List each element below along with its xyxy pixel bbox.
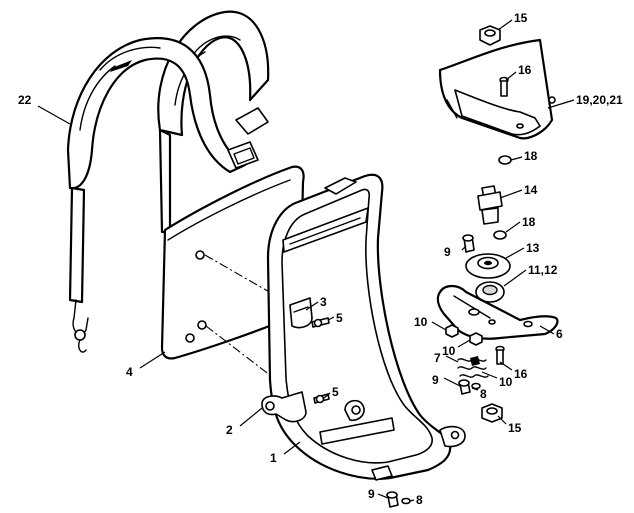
callout-15-top: 15 (514, 11, 528, 25)
flange (465, 253, 511, 279)
callout-5-upper: 5 (336, 311, 343, 325)
springs (457, 356, 489, 378)
callout-7: 7 (434, 351, 441, 365)
callout-18-upper: 18 (524, 149, 538, 163)
screw-upper-right (462, 234, 475, 253)
callout-8-upper: 8 (480, 387, 487, 401)
callout-16-top: 16 (518, 63, 532, 77)
backpack-frame (266, 173, 466, 481)
callout-3: 3 (320, 295, 327, 309)
nut-foot (481, 403, 503, 423)
callout-9-bottom: 9 (368, 487, 375, 501)
shaft (477, 185, 503, 225)
callout-labels: 22 15 16 19,20,21 18 14 18 9 13 11,12 3 … (18, 11, 623, 507)
callout-10-right: 10 (499, 375, 513, 389)
callout-13: 13 (526, 241, 540, 255)
screw-bottom (386, 491, 411, 508)
callout-19-20-21: 19,20,21 (576, 93, 623, 107)
screw-foot (458, 379, 481, 395)
nut-plate-right (469, 332, 483, 346)
callout-10-left: 10 (414, 315, 428, 329)
nut-upper (498, 155, 512, 165)
nut-top (479, 25, 501, 46)
callout-9-upper: 9 (444, 245, 451, 259)
callout-8-bottom: 8 (416, 493, 423, 507)
leader-lines (37, 19, 575, 502)
callout-16-lower: 16 (514, 367, 528, 381)
callout-1: 1 (270, 451, 277, 465)
callout-2: 2 (226, 423, 233, 437)
callout-15-lower: 15 (508, 421, 522, 435)
clip-lower (261, 391, 307, 423)
bearing (475, 281, 505, 303)
screw-upper (311, 317, 330, 328)
nut-lower (493, 230, 507, 240)
screw-lower (313, 393, 330, 404)
screw-cover (499, 76, 509, 97)
callout-18-lower: 18 (522, 215, 536, 229)
clip-upper (289, 297, 313, 329)
callout-22: 22 (18, 93, 32, 107)
callout-6: 6 (556, 327, 563, 341)
callout-5-lower: 5 (332, 385, 339, 399)
screw-lower-right (495, 345, 505, 365)
harness-strap (66, 10, 270, 353)
cover (438, 38, 556, 140)
callout-10-middle: 10 (442, 344, 456, 358)
callout-14: 14 (524, 183, 538, 197)
callout-11-12: 11,12 (528, 263, 558, 277)
callout-4: 4 (126, 365, 133, 379)
mounting-plate (436, 284, 559, 340)
callout-9-lower: 9 (432, 373, 439, 387)
nut-plate (445, 324, 459, 338)
